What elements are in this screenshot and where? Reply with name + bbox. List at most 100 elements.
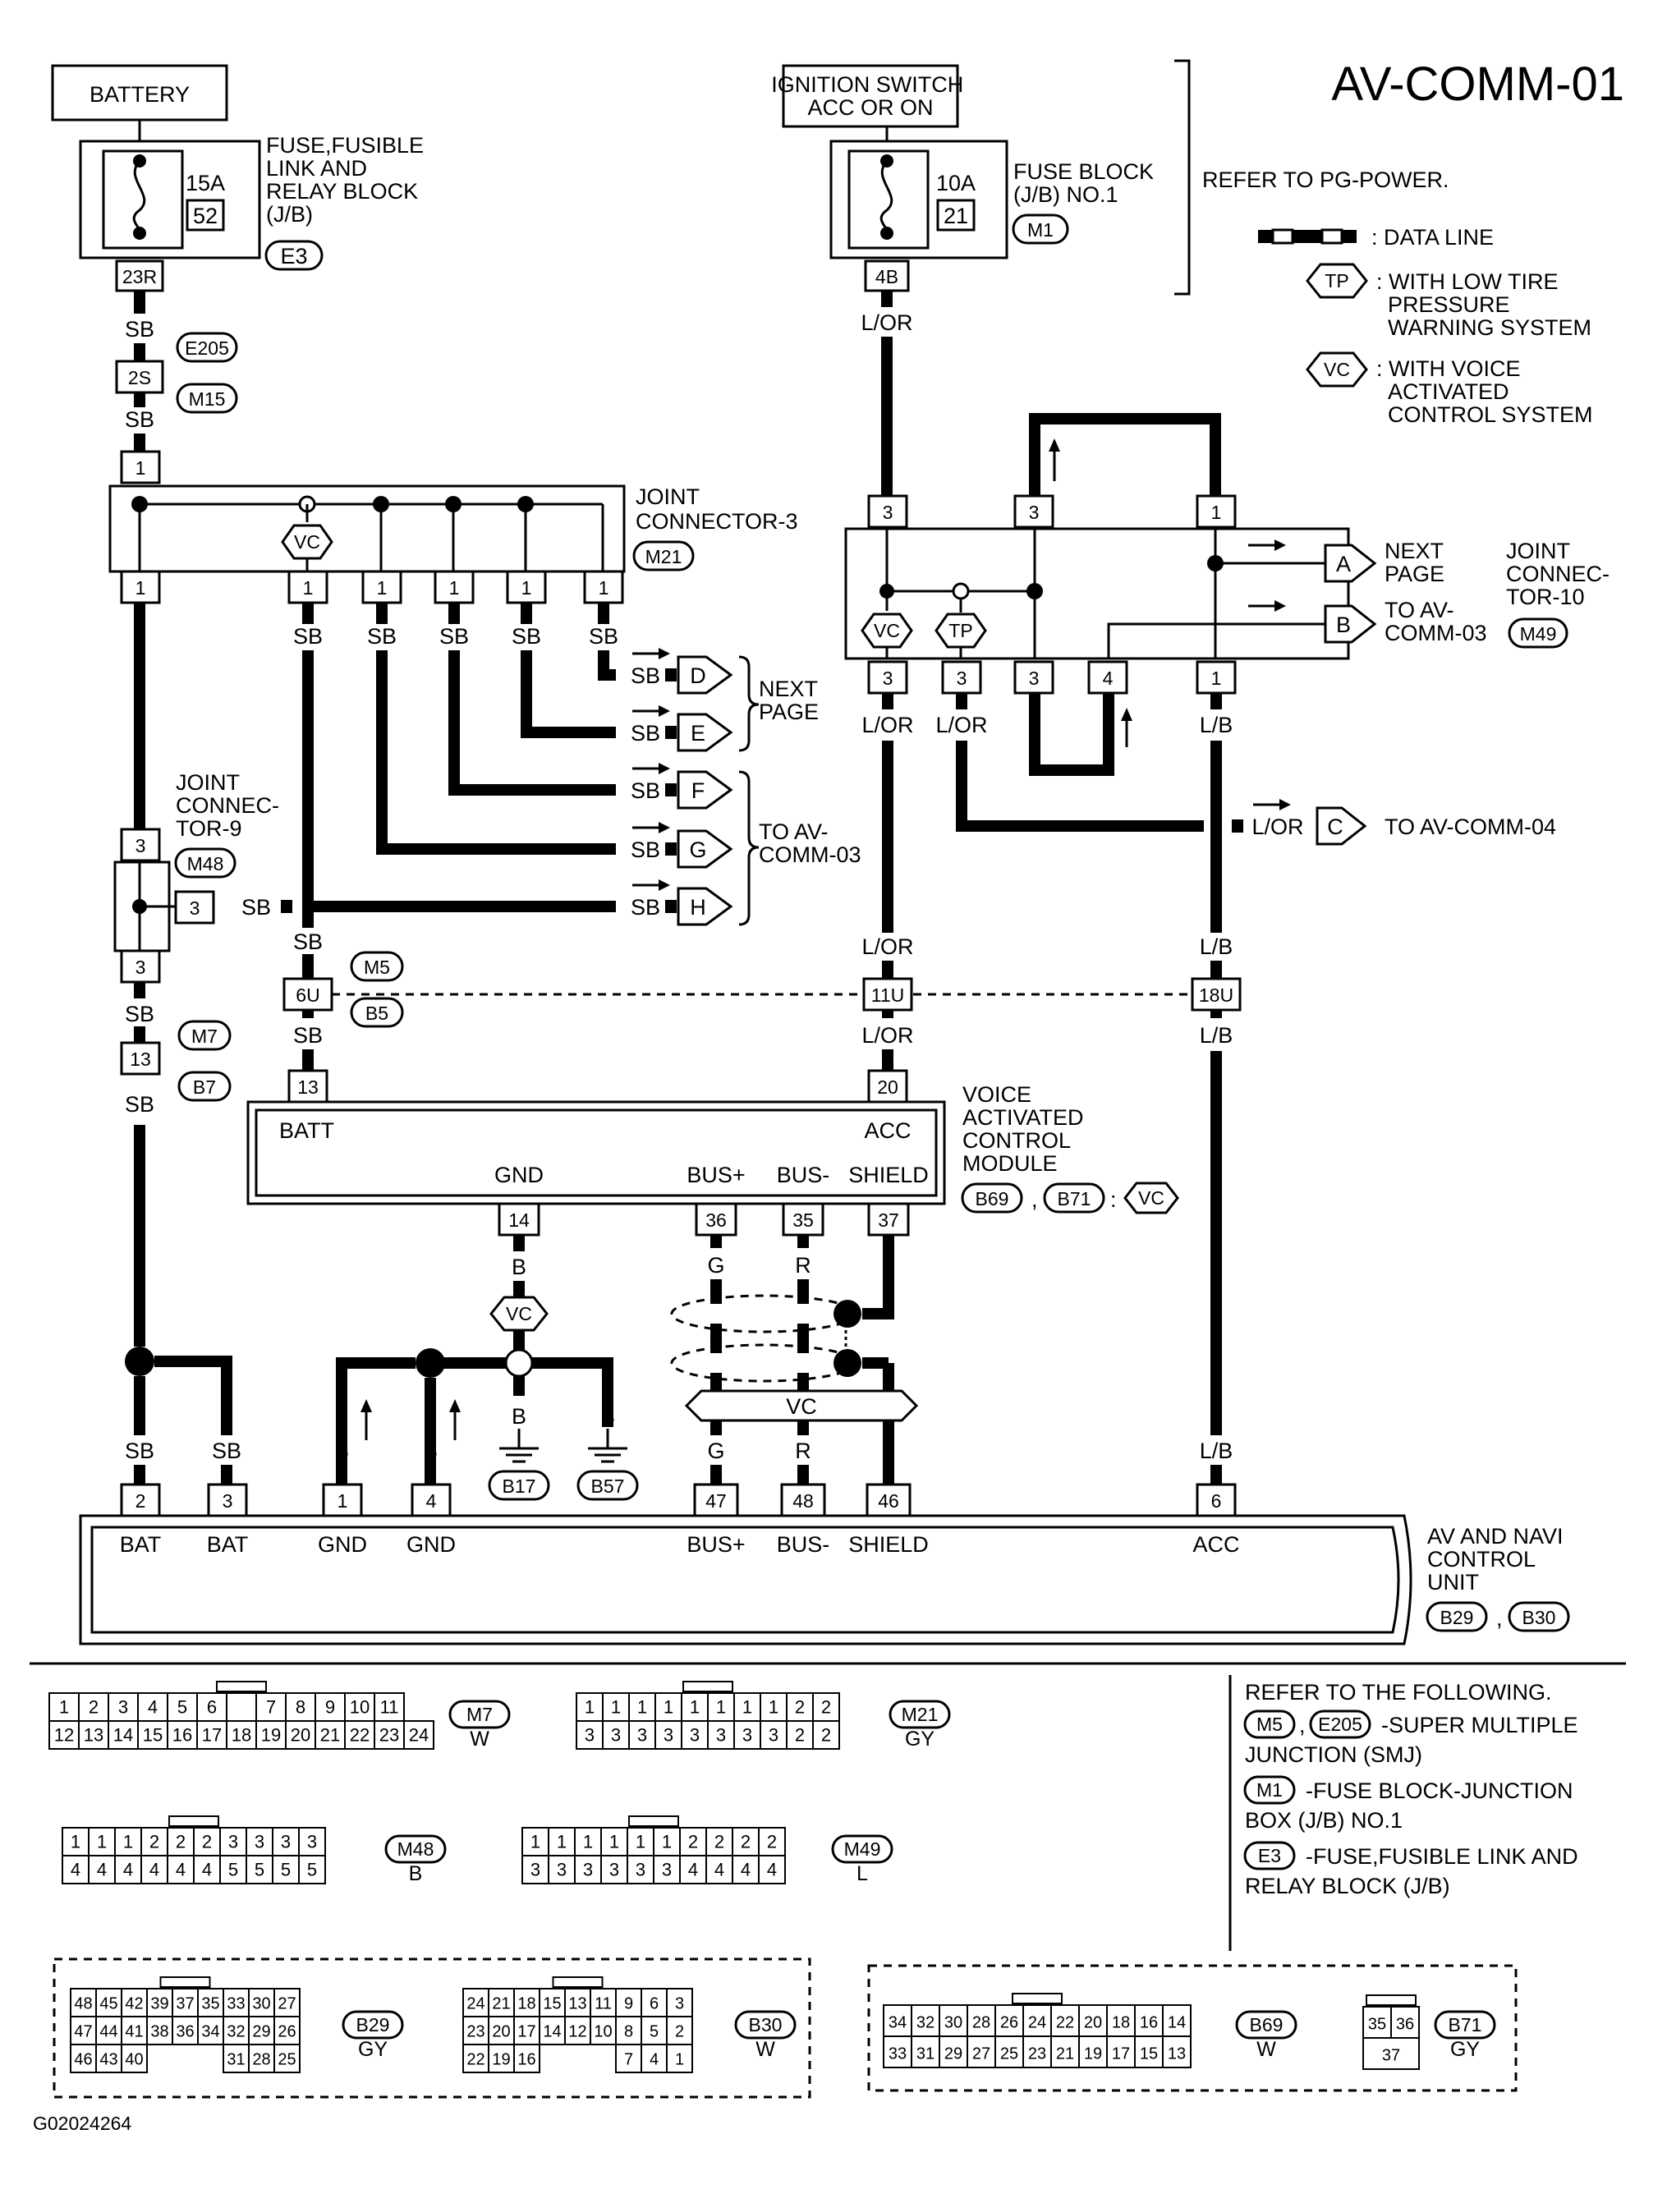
face-cell-label: 20 — [492, 2022, 510, 2040]
offpage-b: B TO AV-COMM-03 — [1324, 598, 1487, 645]
face-cell-label: 2 — [675, 2022, 684, 2040]
face-cell-label: 1 — [530, 1831, 540, 1852]
vacm-gnd: GND — [494, 1163, 544, 1187]
joint-connector-10 — [844, 527, 1350, 660]
svg-text:1: 1 — [599, 577, 609, 599]
face-cell — [1390, 2006, 1420, 2039]
face-cell — [62, 1827, 90, 1856]
face-cell — [95, 1988, 122, 2017]
face-cell — [641, 2044, 668, 2073]
face-cell — [574, 1855, 602, 1884]
face-cell-label: 3 — [611, 1724, 621, 1745]
face-cell-label: 29 — [252, 2022, 270, 2040]
face-cell-label: 1 — [609, 1831, 619, 1852]
face-cell-label: 22 — [1056, 2013, 1074, 2031]
face-cell-label: 8 — [624, 2022, 633, 2040]
svg-text:B: B — [600, 1404, 615, 1429]
svg-text:1: 1 — [521, 577, 532, 599]
face-cell-label: 13 — [84, 1724, 103, 1745]
face-cell — [193, 1855, 221, 1884]
svg-text:4: 4 — [1103, 668, 1114, 689]
face-cell-label: 36 — [176, 2022, 194, 2040]
face-cell-label: 13 — [568, 1994, 586, 2012]
wire-color-sb: SB — [125, 317, 154, 342]
face-cell-label: 30 — [252, 1994, 270, 2012]
svg-text:18U: 18U — [1199, 984, 1233, 1006]
face-id: M48 — [397, 1838, 434, 1860]
svg-text:GND: GND — [406, 1532, 456, 1557]
offpage-e: SB E — [631, 705, 733, 752]
connector-m15: M15 — [189, 388, 226, 410]
face-cell — [298, 1827, 326, 1856]
face-cell — [1162, 2035, 1192, 2068]
face-cell-label: 12 — [54, 1724, 74, 1745]
svg-text:20: 20 — [877, 1076, 898, 1098]
face-cell — [62, 1855, 90, 1884]
face-cell-label: 4 — [148, 1696, 158, 1717]
face-cell — [539, 2016, 566, 2045]
face-cell — [246, 1827, 273, 1856]
face-cell-label: 23 — [379, 1724, 399, 1745]
face-cell-label: 47 — [74, 2022, 92, 2040]
svg-text:13: 13 — [130, 1049, 151, 1070]
face-cell-label: 13 — [1168, 2044, 1186, 2063]
gnd-vc-tag: VC — [506, 1303, 532, 1324]
face-cell — [226, 1692, 257, 1722]
face-cell-label: 26 — [1000, 2013, 1018, 2031]
face-cell-label: 1 — [636, 1831, 645, 1852]
face-cell — [146, 1988, 173, 2017]
face-cell — [705, 1855, 733, 1884]
svg-text:BUS-: BUS- — [777, 1532, 830, 1557]
face-cell-label: 19 — [1084, 2044, 1102, 2063]
fuse-15a-amps: 15A — [186, 171, 225, 195]
svg-text:E205: E205 — [1318, 1714, 1362, 1735]
face-cell — [70, 2044, 97, 2073]
face-cell-label: 29 — [944, 2044, 962, 2063]
svg-text:SB: SB — [125, 1439, 154, 1463]
face-cell — [344, 1720, 375, 1750]
face-cell — [627, 1827, 654, 1856]
face-cell-label: 28 — [252, 2050, 270, 2068]
face-cell-label: 16 — [1140, 2013, 1158, 2031]
face-cell-label: 3 — [742, 1724, 752, 1745]
svg-text:1: 1 — [303, 577, 314, 599]
svg-text:4: 4 — [426, 1490, 437, 1512]
svg-text:35: 35 — [792, 1209, 814, 1231]
face-cell — [666, 1988, 693, 2017]
face-cell-label: 48 — [74, 1994, 92, 2012]
svg-text:SB: SB — [631, 895, 660, 920]
face-cell-label: 36 — [1396, 2015, 1414, 2033]
svg-text:2: 2 — [135, 1490, 146, 1512]
face-color: GY — [1450, 2038, 1480, 2061]
svg-text:GND: GND — [318, 1532, 367, 1557]
svg-text:SB: SB — [293, 1023, 323, 1048]
jc10-tp-tag: TP — [948, 620, 972, 641]
face-cell-label: 20 — [1084, 2013, 1102, 2031]
face-cell — [146, 2016, 173, 2045]
face-cell-label: 37 — [1382, 2046, 1400, 2064]
face-cell-label: 1 — [664, 1696, 673, 1717]
face-cell — [733, 1692, 761, 1722]
face-cell-label: 9 — [624, 1994, 633, 2012]
svg-text:48: 48 — [792, 1490, 814, 1512]
face-cell — [883, 2004, 912, 2037]
refer-pg-power: REFER TO PG-POWER. — [1202, 168, 1449, 192]
vacm-batt: BATT — [279, 1118, 334, 1143]
face-cell-label: 34 — [889, 2013, 907, 2031]
svg-text:SB: SB — [589, 624, 618, 649]
svg-text:M5: M5 — [1256, 1714, 1283, 1735]
face-cell — [219, 1827, 247, 1856]
jc3-bottom-pins: 1 1 1 1 1 1 — [120, 570, 624, 604]
face-cell-label: 17 — [202, 1724, 222, 1745]
face-cell-label: 1 — [557, 1831, 567, 1852]
face-cell — [521, 1827, 549, 1856]
face-cell — [666, 2044, 693, 2073]
face-cell-label: 33 — [889, 2044, 907, 2063]
face-cell-label: 4 — [71, 1859, 80, 1879]
face-cell — [758, 1855, 786, 1884]
face-color: W — [470, 1728, 489, 1751]
